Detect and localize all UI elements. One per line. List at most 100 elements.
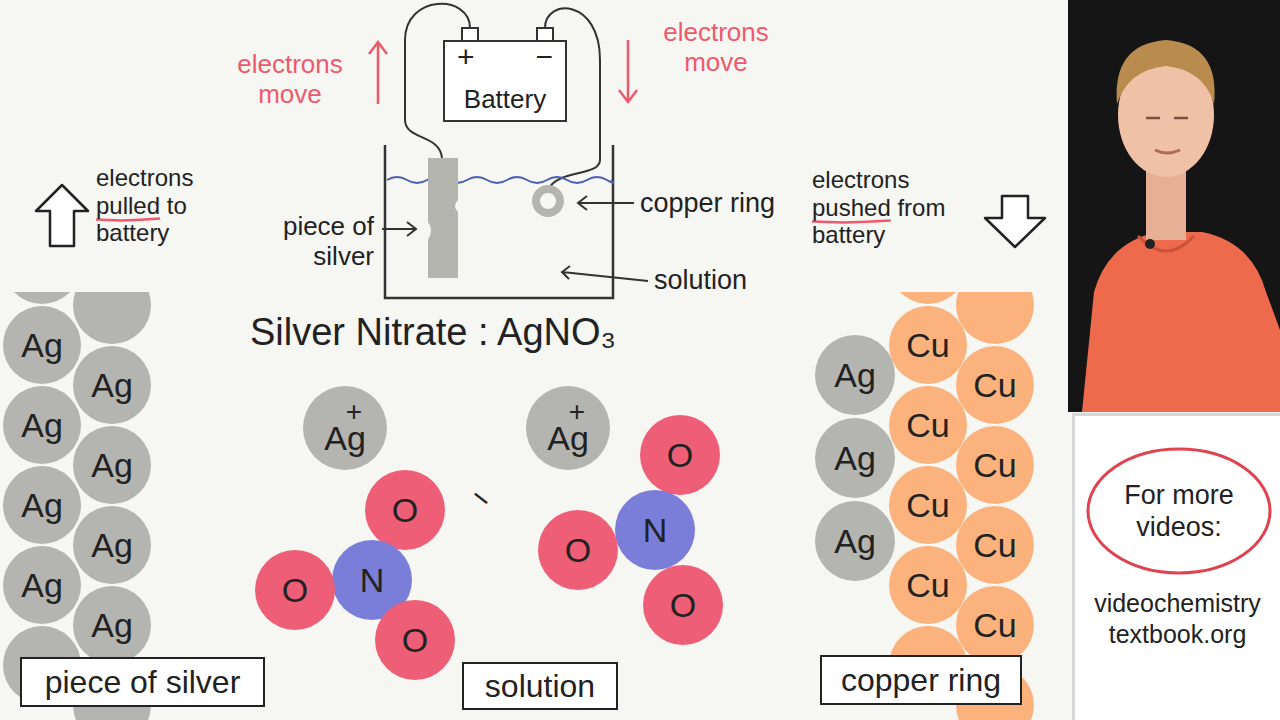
callout-oval: For more videos: (1085, 446, 1273, 576)
label-box: solution (462, 662, 618, 710)
copper-atom: Cu (956, 586, 1034, 664)
element-symbol: Cu (906, 328, 949, 362)
element-symbol: Cu (973, 608, 1016, 642)
element-symbol: Ag (834, 358, 876, 392)
element-symbol: O (667, 438, 693, 472)
oxygen-atom: O (365, 470, 445, 550)
element-symbol: Cu (906, 568, 949, 602)
label-box: piece of silver (20, 657, 265, 707)
presenter-collar (1138, 236, 1194, 251)
silver-atom: Ag (3, 466, 81, 544)
silver-atom: Ag (815, 418, 895, 498)
terminal-sign: + (457, 42, 475, 72)
part-label: copper ring (640, 188, 810, 219)
leader-arrow (562, 266, 648, 281)
video-backdrop (1068, 0, 1280, 412)
flow-arrow (619, 40, 637, 102)
element-symbol: Cu (973, 528, 1016, 562)
box-label: piece of silver (45, 666, 241, 698)
copper-atom-partial (956, 292, 1034, 344)
diagram-title: Silver Nitrate : AgNO₃ (250, 310, 616, 356)
flow-note: electrons move (642, 18, 790, 78)
oxygen-atom: O (538, 510, 618, 590)
silver-atom: Ag (73, 506, 151, 584)
copper-atom: Cu (956, 426, 1034, 504)
element-symbol: Ag (91, 528, 133, 562)
flow-arrow (369, 42, 387, 104)
charge-sign: − (458, 475, 504, 522)
battery-label: Battery (445, 85, 565, 114)
website-text: videochemistry textbook.org (1083, 588, 1273, 651)
element-symbol: Cu (973, 448, 1016, 482)
box-label: solution (485, 670, 595, 702)
box-label: copper ring (841, 664, 1001, 696)
silver-atom: Ag (73, 586, 151, 664)
beaker (385, 145, 613, 298)
electron-note: electrons pushed from battery (812, 166, 977, 249)
leader-arrow (382, 222, 416, 236)
element-symbol: Cu (906, 488, 949, 522)
copper-atom: Cu (956, 346, 1034, 424)
element-symbol: Ag (91, 368, 133, 402)
element-symbol: Ag (21, 488, 63, 522)
element-symbol: N (360, 563, 385, 597)
hollow-arrow (985, 196, 1045, 247)
silver-atom: Ag (815, 335, 895, 415)
oxygen-atom: O (640, 415, 720, 495)
element-symbol: O (282, 573, 308, 607)
element-symbol: Ag (21, 408, 63, 442)
element-symbol: Ag (21, 568, 63, 602)
flow-note: electrons move (216, 50, 364, 110)
silver-ion: Ag+ (303, 386, 387, 470)
silver-ion: Ag+ (526, 386, 610, 470)
element-symbol: Ag (324, 421, 366, 455)
part-label: piece of silver (262, 212, 374, 272)
element-symbol: N (643, 513, 668, 547)
element-symbol: Ag (547, 421, 589, 455)
copper-atom: Cu (889, 546, 967, 624)
element-symbol: O (402, 623, 428, 657)
presenter-mouth (1155, 150, 1180, 153)
hollow-arrow (36, 185, 88, 246)
silver-atom: Ag (3, 386, 81, 464)
element-symbol: O (670, 588, 696, 622)
link-panel: videochemistry textbook.org For more vide… (1072, 413, 1280, 720)
copper-atom: Cu (889, 306, 967, 384)
copper-atom: Cu (889, 386, 967, 464)
charge-sign: + (569, 401, 585, 423)
copper-ring (536, 189, 560, 213)
presenter-shirt (1082, 232, 1280, 412)
copper-atom-partial (889, 292, 967, 304)
element-symbol: O (565, 533, 591, 567)
element-symbol: Cu (973, 368, 1016, 402)
copper-atom: Cu (889, 466, 967, 544)
battery-box: +−Battery (443, 40, 567, 122)
element-symbol: Ag (834, 524, 876, 558)
partial-atoms (3, 292, 1034, 720)
terminal-signs: +− (445, 42, 565, 72)
silver-atom: Ag (815, 501, 895, 581)
element-symbol: Ag (91, 448, 133, 482)
silver-piece (428, 158, 458, 278)
silver-atom-partial (73, 292, 151, 344)
charge-sign: + (346, 401, 362, 423)
nitrogen-atom: N (615, 490, 695, 570)
terminal-sign: − (535, 42, 553, 72)
label-box: copper ring (820, 655, 1022, 705)
silver-atom: Ag (73, 426, 151, 504)
silver-atom: Ag (73, 346, 151, 424)
oxygen-atom: O (255, 550, 335, 630)
oval-outline (1085, 446, 1273, 576)
element-symbol: Ag (834, 441, 876, 475)
electron-note: electrons pulled to battery (96, 164, 228, 247)
silver-atom-partial (3, 292, 81, 304)
leader-arrow (578, 196, 634, 210)
part-label: solution (654, 265, 784, 296)
element-symbol: Ag (91, 608, 133, 642)
callout-text: For more videos: (1104, 479, 1254, 544)
element-symbol: Ag (21, 328, 63, 362)
oval-outline (1088, 449, 1270, 573)
element-symbol: Cu (906, 408, 949, 442)
lapel-mic (1145, 239, 1155, 249)
